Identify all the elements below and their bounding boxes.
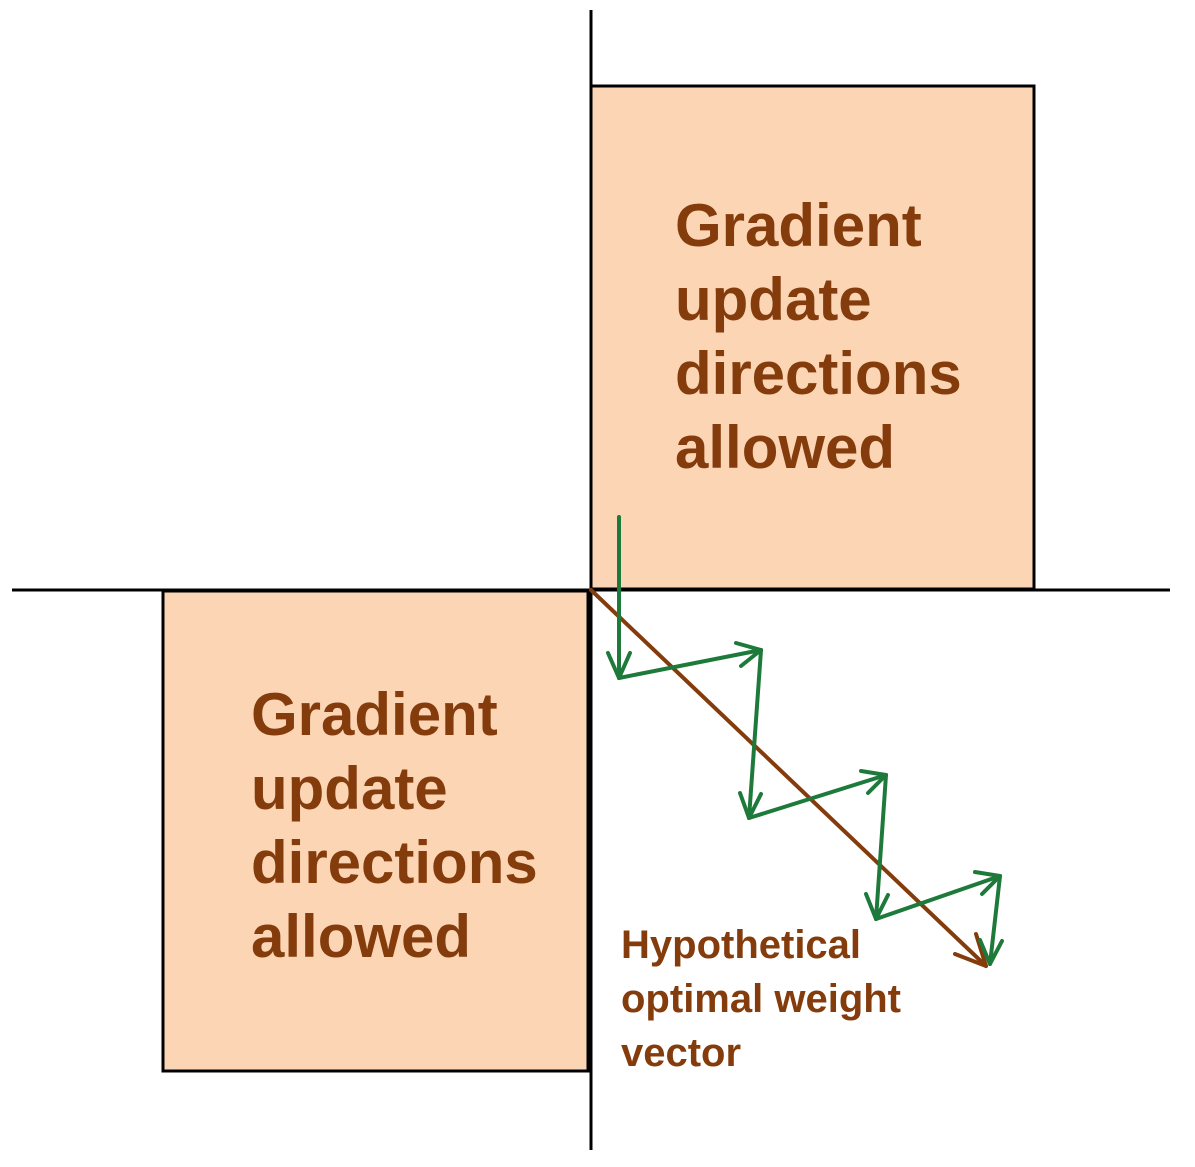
- optimal-vector-label-line: optimal weight: [621, 977, 901, 1021]
- optimal-vector-label: Hypothetical optimal weight vector: [621, 923, 912, 1075]
- update-step-down: [988, 874, 1002, 966]
- top-right-label-line: update: [675, 266, 872, 333]
- top-right-region-label: Gradient update directions allowed: [675, 192, 978, 481]
- optimal-weight-vector-arrow: [589, 588, 988, 968]
- top-right-label-line: allowed: [675, 414, 895, 481]
- update-step-right: [617, 648, 763, 680]
- bottom-left-label-line: directions: [251, 829, 538, 896]
- update-step-down-head: [978, 938, 1004, 966]
- optimal-vector-shaft: [589, 588, 988, 968]
- allowed-region-bottom-left: [161, 589, 590, 1073]
- bottom-left-region-label: Gradient update directions allowed: [251, 681, 554, 970]
- update-step-right: [874, 874, 1002, 921]
- update-step-right: [747, 773, 888, 820]
- top-right-label-line: Gradient: [675, 192, 922, 259]
- bottom-left-label-line: Gradient: [251, 681, 498, 748]
- optimal-vector-label-line: Hypothetical: [621, 923, 861, 967]
- gradient-update-steps: [606, 515, 1004, 966]
- optimal-vector-arrowhead: [953, 932, 988, 968]
- optimal-vector-label-line: vector: [621, 1031, 741, 1075]
- update-step-down: [874, 773, 888, 921]
- update-step-down: [747, 648, 763, 820]
- allowed-region-top-right: [589, 84, 1036, 591]
- bottom-left-label-line: update: [251, 755, 448, 822]
- bottom-left-label-line: allowed: [251, 903, 471, 970]
- top-right-label-line: directions: [675, 340, 962, 407]
